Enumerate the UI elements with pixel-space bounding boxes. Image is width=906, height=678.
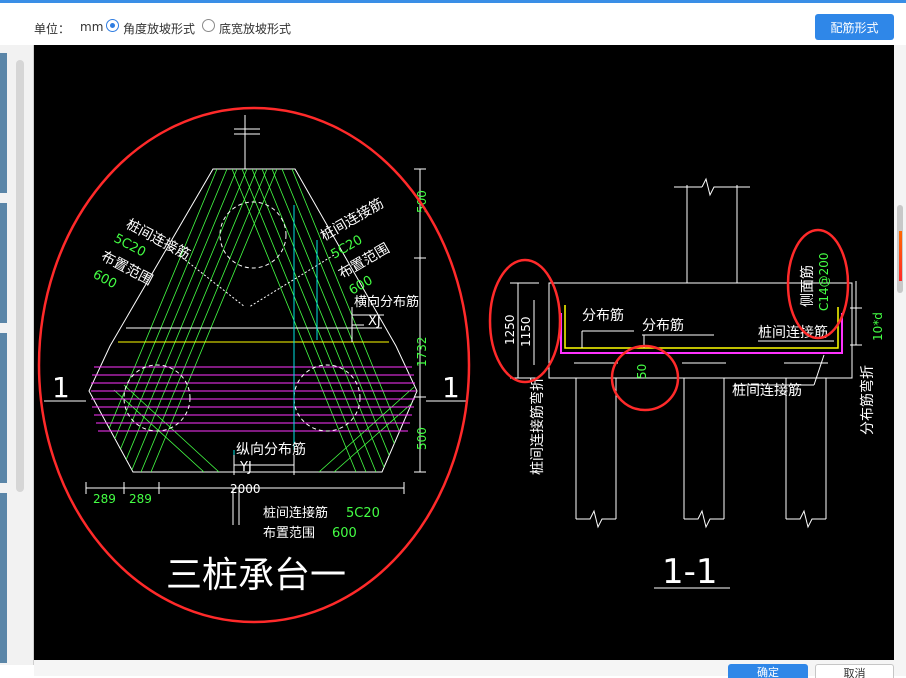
thumbnail-item[interactable]	[0, 203, 7, 323]
cap-outline	[88, 168, 418, 473]
label-xj: XJ	[368, 314, 381, 329]
label-rebar-bottom: 5C20	[346, 506, 380, 521]
thumbnail-item[interactable]	[0, 493, 7, 663]
section-dim-50: 50	[635, 364, 649, 379]
leader-right	[248, 254, 335, 308]
red-annotations	[37, 106, 850, 624]
dim-500-top: 500	[415, 190, 429, 213]
annotation-ellipse-50	[610, 344, 680, 412]
annotation-ellipse-side-rebar	[786, 228, 850, 340]
dim-289-b: 289	[129, 492, 152, 506]
rebar-form-button[interactable]: 配筋形式	[815, 14, 894, 40]
pile-circle-right	[293, 364, 361, 432]
bottom-dimension	[85, 482, 405, 525]
plan-title: 三桩承台一	[166, 555, 346, 596]
label-longitudinal: 纵向分布筋	[236, 441, 306, 458]
section-dim-1250: 1250	[503, 314, 517, 345]
footer-bar	[34, 660, 906, 676]
plan-view: 1 1 桩间连接筋 5C20 布置范围 600 桩间连接筋 5C20 布置范围 …	[44, 115, 466, 596]
dim-2000: 2000	[230, 482, 261, 496]
label-range-bottom-value: 600	[332, 526, 357, 541]
thumbnail-item[interactable]	[0, 333, 7, 483]
section-label-dist-1: 分布筋	[582, 307, 624, 324]
label-pile-connect-bottom: 桩间连接筋	[263, 505, 328, 521]
section-label-side-rebar: 侧面筋	[799, 265, 816, 307]
section-label-side-rebar-value: C14@200	[817, 252, 831, 311]
section-bottom-rebar	[560, 313, 843, 354]
left-panel-scrollbar[interactable]	[16, 60, 24, 492]
dim-500-bottom: 500	[415, 427, 429, 450]
annotation-ellipse-plan	[37, 106, 471, 624]
section-dim-1150: 1150	[519, 316, 533, 347]
section-label-dist-bend: 分布筋弯折	[859, 365, 876, 435]
section-leaders	[510, 281, 862, 386]
pile-circle-top	[219, 201, 287, 269]
scroll-indicator	[899, 231, 902, 281]
dim-289-a: 289	[93, 492, 116, 506]
label-transverse: 横向分布筋	[354, 294, 419, 310]
radio-angle-slope[interactable]	[106, 19, 119, 32]
vertical-dimension	[414, 168, 426, 473]
section-title: 1-1	[662, 552, 718, 592]
pile-circle-left	[123, 364, 191, 432]
radio-width-slope[interactable]	[202, 19, 215, 32]
pile-connect-rebar-bands	[90, 169, 417, 472]
drawing-canvas: 1 1 桩间连接筋 5C20 布置范围 600 桩间连接筋 5C20 布置范围 …	[34, 45, 894, 660]
right-scrollbar[interactable]	[894, 45, 906, 660]
section-mark-right: 1	[442, 371, 460, 404]
section-label-pile-bend: 桩间连接筋弯折	[529, 377, 546, 475]
section-label-10d: 10*d	[871, 312, 885, 341]
unit-value: mm	[80, 20, 104, 34]
ok-button[interactable]: 确定	[728, 664, 808, 678]
dim-1732: 1732	[415, 336, 429, 367]
pile-sections	[574, 362, 828, 529]
unit-label: 单位：	[34, 22, 71, 36]
annotation-ellipse-left-dim	[488, 258, 562, 384]
left-thumbnail-panel	[0, 45, 34, 665]
thumbnail-item[interactable]	[0, 53, 7, 193]
label-range-bottom: 布置范围	[263, 526, 315, 541]
longitudinal-rebars	[91, 366, 416, 432]
section-label-pile-connect-2: 桩间连接筋	[732, 382, 802, 399]
section-view: 分布筋 分布筋 桩间连接筋 桩间连接筋 侧面筋 C14@200 1250 115…	[503, 177, 885, 592]
section-mark-left: 1	[52, 371, 70, 404]
cap-section-outline	[548, 282, 853, 379]
section-label-dist-2: 分布筋	[642, 317, 684, 334]
toolbar: 单位： mm 角度放坡形式 底宽放坡形式 配筋形式	[0, 3, 906, 45]
label-yj: YJ	[239, 460, 252, 475]
section-dist-rebar	[564, 305, 839, 349]
cancel-button[interactable]: 取消	[815, 664, 894, 678]
radio-width-slope-label[interactable]: 底宽放坡形式	[219, 22, 292, 36]
top-accent-line	[0, 0, 906, 3]
radio-angle-slope-label[interactable]: 角度放坡形式	[123, 22, 196, 36]
